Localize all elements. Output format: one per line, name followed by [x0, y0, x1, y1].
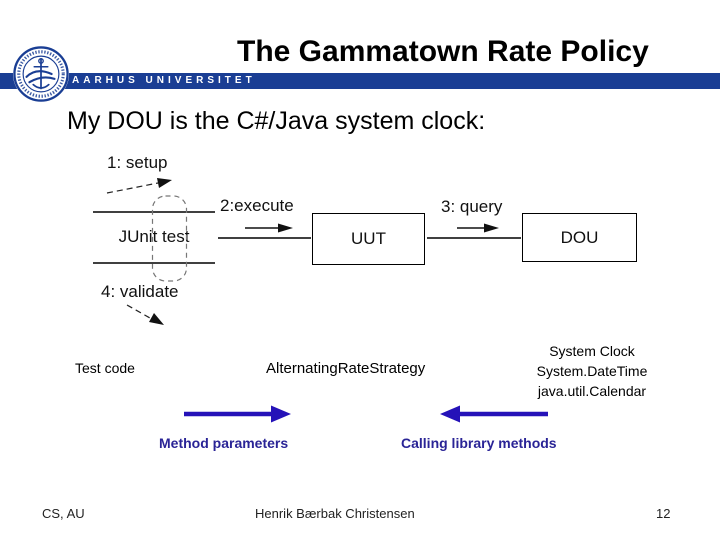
- uut-node-label: UUT: [351, 229, 386, 248]
- diagram-step-validate-label: 4: validate: [101, 282, 179, 301]
- calling-library-methods-label: Calling library methods: [401, 435, 557, 451]
- dou-node-label: DOU: [560, 227, 599, 247]
- footer-author-label: Henrik Bærbak Christensen: [255, 506, 415, 521]
- system-clock-block: System Clock System.DateTime java.util.C…: [496, 341, 688, 401]
- diagram-step-query-label: 3: query: [441, 197, 503, 216]
- dou-node-box: DOU: [522, 213, 637, 262]
- diagram-step-execute-label: 2:execute: [220, 196, 294, 215]
- system-clock-line: System Clock: [549, 343, 635, 359]
- university-banner-bar: [0, 73, 720, 89]
- diagram-step-setup-label: 1: setup: [107, 153, 168, 172]
- alternating-rate-strategy-label: AlternatingRateStrategy: [266, 360, 426, 377]
- slide-title: The Gammatown Rate Policy: [237, 35, 649, 68]
- footer-course-label: CS, AU: [42, 506, 85, 521]
- uut-node-box: UUT: [312, 213, 425, 265]
- calling-library-arrow: [440, 405, 548, 423]
- execute-arrow: [245, 223, 293, 233]
- setup-dashed-arrow: [106, 178, 172, 194]
- junit-test-node-label: JUnit test: [118, 227, 190, 246]
- aarhus-university-seal-icon: [12, 45, 70, 103]
- university-banner-text: AARHUS UNIVERSITET: [72, 75, 256, 86]
- slide-subtitle: My DOU is the C#/Java system clock:: [67, 107, 486, 135]
- validate-dashed-arrow: [126, 304, 164, 325]
- java-util-calendar-line: java.util.Calendar: [537, 383, 647, 399]
- system-datetime-line: System.DateTime: [536, 363, 648, 379]
- footer-page-number: 12: [656, 506, 671, 521]
- test-code-label: Test code: [75, 360, 135, 376]
- query-arrow: [457, 223, 499, 233]
- method-parameters-arrow: [184, 405, 291, 423]
- method-parameters-label: Method parameters: [159, 435, 289, 451]
